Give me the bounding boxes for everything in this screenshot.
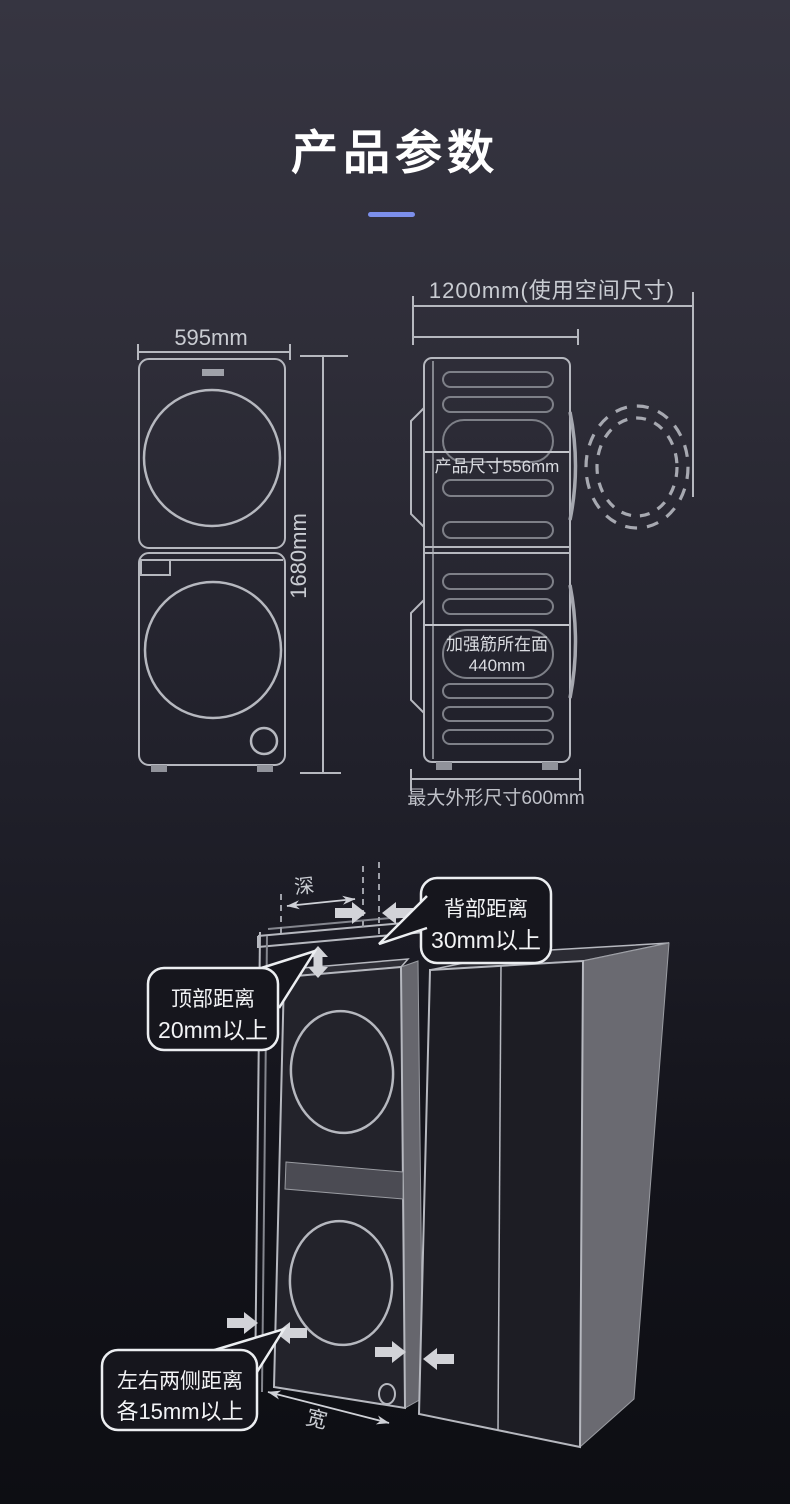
cabinet-side-face (579, 942, 670, 1449)
handle-lower (568, 584, 578, 699)
rib-label-line1: 加强筋所在面 (446, 635, 548, 654)
top-distance-line1: 顶部距离 (171, 988, 255, 1011)
width-axis-label: 宽 (304, 1406, 330, 1433)
side-distance-line1: 左右两侧距离 (117, 1370, 243, 1393)
detergent-drawer (140, 559, 171, 576)
top-distance-line2: 20mm以上 (158, 1017, 268, 1043)
depth-dimension-line (286, 895, 356, 910)
cabinet-3d (417, 942, 670, 1449)
side-distance-line2: 各15mm以上 (116, 1399, 243, 1424)
callout-side-distance: 左右两侧距离 各15mm以上 (100, 1326, 287, 1432)
usage-space-label: 1200mm(使用空间尺寸) (429, 278, 675, 303)
door-swing-inner (595, 416, 679, 518)
rear-bracket-lower (410, 597, 425, 716)
callout-top-distance: 顶部距离 20mm以上 (146, 948, 318, 1052)
dryer-front-outline (138, 358, 286, 549)
rib-label-line2: 440mm (469, 656, 526, 675)
product-depth-label: 产品尺寸556mm (435, 457, 560, 476)
front-width-label: 595mm (174, 325, 247, 350)
stack-3d (272, 958, 424, 1410)
callout-back-distance: 背部距离 30mm以上 (378, 876, 553, 965)
max-depth-label: 最大外形尺寸600mm (407, 787, 584, 809)
page-title: 产品参数 (291, 126, 499, 179)
handle-upper (568, 411, 578, 521)
rear-bracket-upper (410, 405, 425, 530)
side-view-diagram: 1200mm(使用空间尺寸) 产品尺寸556mm 加强筋所在面 (407, 278, 694, 809)
washer-front-outline (138, 552, 286, 766)
cabinet-door-divider (497, 964, 502, 1432)
washer-knob (249, 726, 279, 756)
washer-door-circle (143, 580, 283, 720)
back-distance-line2: 30mm以上 (431, 927, 541, 953)
clearance-3d-diagram: 深 宽 (100, 862, 670, 1449)
foot-left (151, 765, 167, 772)
door-swing-outer (584, 404, 690, 530)
stack-middle-band (284, 1161, 404, 1200)
dryer-door-3d (289, 1009, 395, 1135)
title-accent-bar (368, 212, 415, 217)
side-body-outline (423, 357, 571, 763)
front-height-label: 1680mm (286, 513, 311, 599)
depth-axis-label: 深 (293, 874, 315, 899)
width-dimension-line (267, 1390, 390, 1425)
dryer-display (202, 369, 224, 376)
front-view-diagram: 595mm 1680mm (137, 325, 348, 774)
foot-right (257, 765, 273, 772)
dryer-door-circle (142, 388, 282, 528)
washer-door-3d (288, 1219, 394, 1347)
back-distance-line1: 背部距离 (444, 898, 528, 921)
vent-slats (442, 371, 554, 745)
